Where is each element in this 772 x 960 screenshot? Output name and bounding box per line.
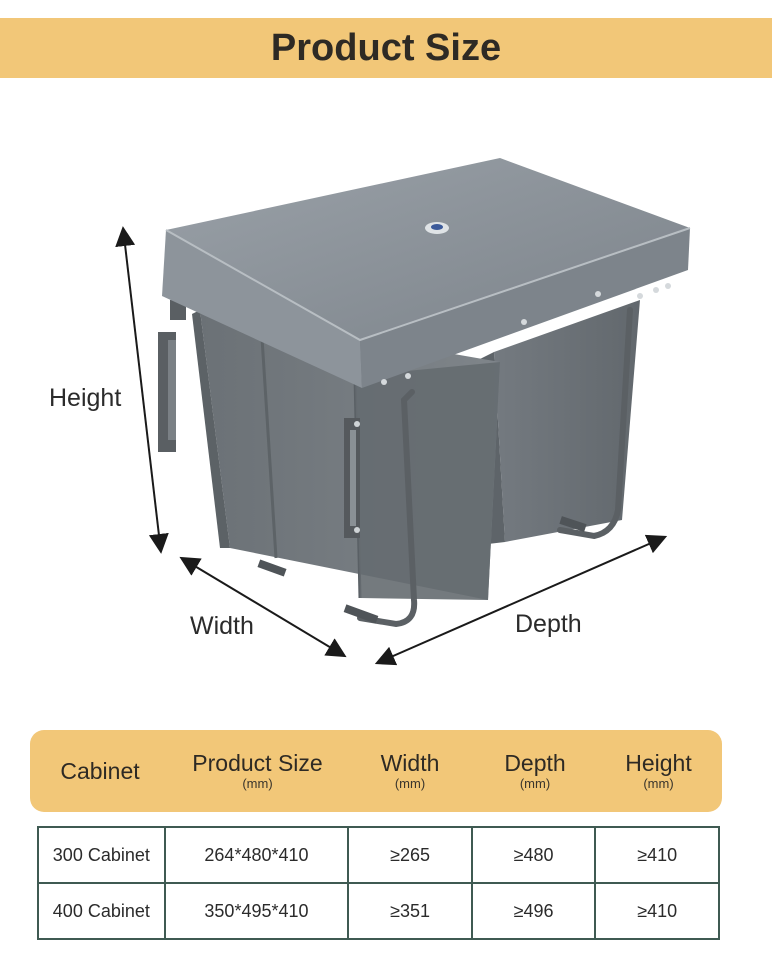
front-bracket-icon (344, 418, 360, 538)
product-size-cell: 350*495*410 (163, 882, 350, 940)
header-unit: (mm) (643, 776, 674, 792)
height-label: Height (49, 384, 122, 412)
width-label: Width (190, 612, 254, 640)
size-table: 300 Cabinet 264*480*410 ≥265 ≥480 ≥410 4… (37, 826, 720, 940)
header-width: Width (mm) (345, 730, 475, 812)
header-unit: (mm) (394, 776, 426, 792)
depth-arrow (374, 534, 668, 666)
lid-icon (162, 158, 691, 388)
width-arrow (179, 556, 347, 658)
title-banner: Product Size (0, 18, 772, 78)
header-height: Height (mm) (595, 730, 722, 812)
feet-icon (257, 516, 587, 624)
runner-frame-icon (357, 307, 633, 628)
header-label: Product Size (192, 749, 323, 776)
header-label: Height (625, 749, 692, 776)
header-label: Width (380, 749, 440, 776)
depth-cell: ≥480 (470, 826, 597, 884)
header-label: Cabinet (60, 757, 140, 784)
header-cabinet: Cabinet (30, 730, 170, 812)
header-label: Depth (504, 749, 566, 776)
header-unit: (mm) (242, 776, 273, 792)
cabinet-cell: 300 Cabinet (37, 826, 166, 884)
cabinet-cell: 400 Cabinet (37, 882, 166, 940)
page-title: Product Size (270, 26, 502, 69)
product-size-cell: 264*480*410 (163, 826, 350, 884)
width-cell: ≥265 (347, 826, 473, 884)
depth-label: Depth (515, 610, 582, 638)
left-bracket-icon (158, 300, 186, 452)
product-figure: Height Width Depth (0, 100, 772, 700)
height-cell: ≥410 (594, 826, 720, 884)
header-product-size: Product Size (mm) (170, 730, 345, 812)
table-row: 300 Cabinet 264*480*410 ≥265 ≥480 ≥410 (37, 826, 720, 884)
width-cell: ≥351 (347, 882, 473, 940)
screws-icon (381, 283, 671, 385)
height-cell: ≥410 (594, 882, 720, 940)
table-row: 400 Cabinet 350*495*410 ≥351 ≥496 ≥410 (37, 882, 720, 940)
header-unit: (mm) (519, 776, 551, 792)
table-header: Cabinet Product Size (mm) Width (mm) Dep… (30, 730, 722, 812)
pull-out-bin-illustration (115, 158, 691, 666)
depth-cell: ≥496 (470, 882, 597, 940)
header-depth: Depth (mm) (475, 730, 595, 812)
height-arrow (115, 226, 169, 554)
